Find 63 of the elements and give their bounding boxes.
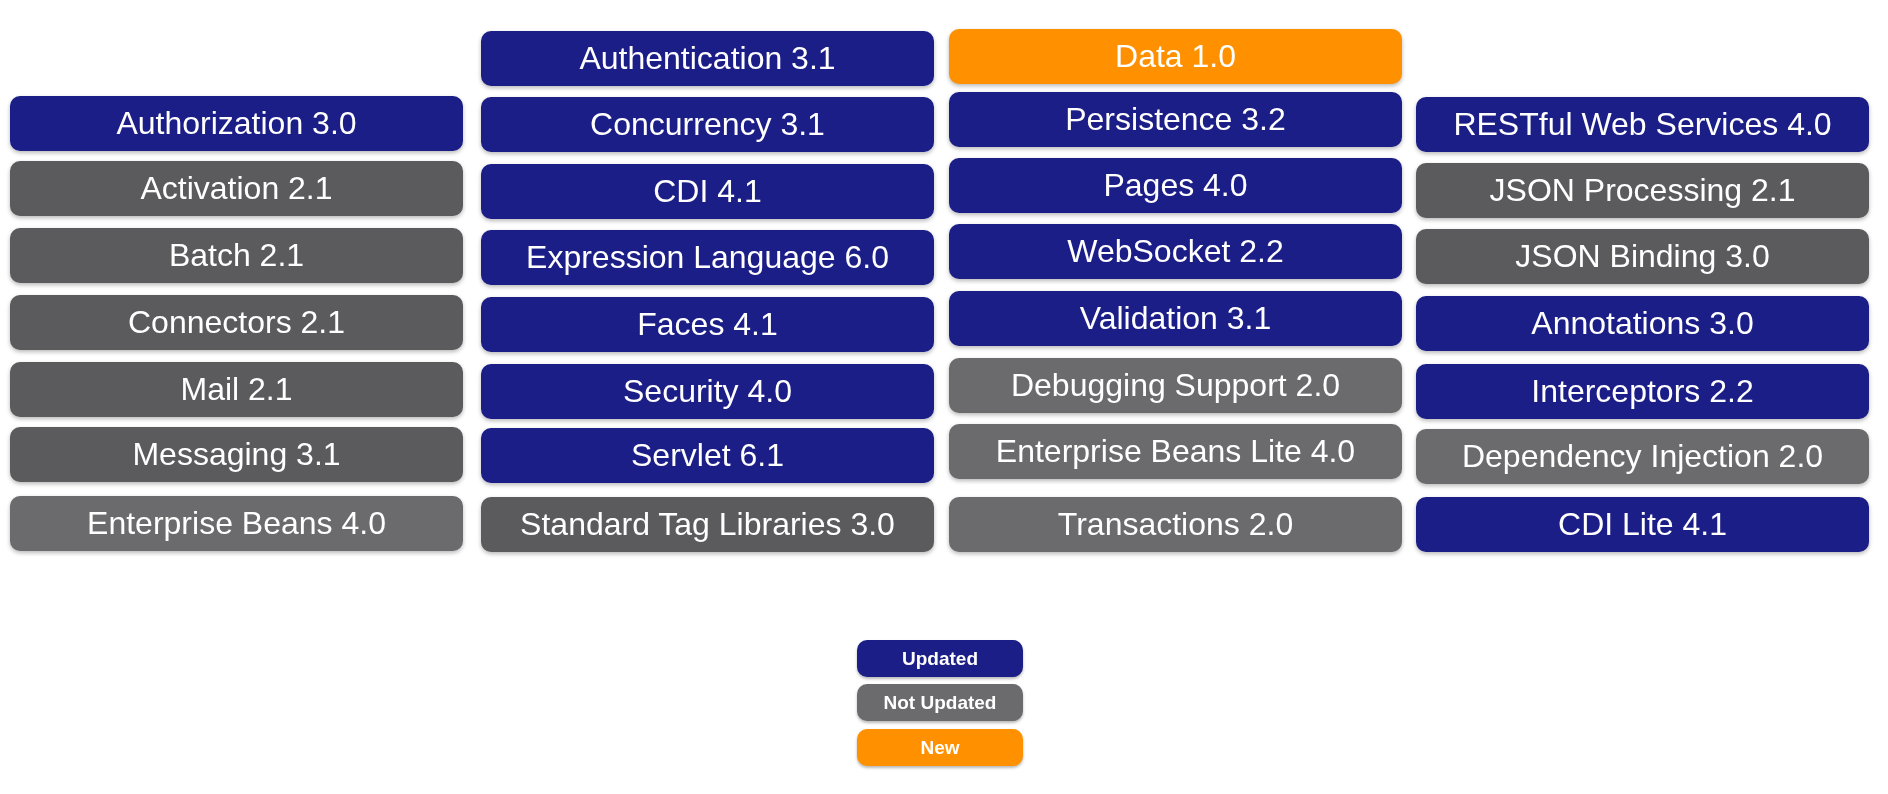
- spec-name: Enterprise Beans Lite 4.0: [995, 433, 1356, 470]
- spec-name: Pages 4.0: [1103, 167, 1248, 204]
- spec-name: Security 4.0: [623, 373, 792, 410]
- spec-name: Mail 2.1: [180, 371, 293, 408]
- spec-box: [1416, 163, 1869, 218]
- spec-name: Connectors 2.1: [128, 304, 345, 341]
- spec-name: Debugging Support 2.0: [1010, 367, 1341, 404]
- spec-name: CDI 4.1: [653, 173, 762, 210]
- spec-box: [481, 164, 934, 219]
- spec-box: [481, 31, 934, 86]
- legend-label: Not Updated: [883, 692, 997, 713]
- spec-box: [10, 96, 463, 151]
- spec-box: [481, 497, 934, 552]
- spec-box: [1416, 364, 1869, 419]
- spec-box: [481, 297, 934, 352]
- spec-box: [949, 497, 1402, 552]
- spec-box: [10, 161, 463, 216]
- spec-box: [949, 424, 1402, 479]
- spec-name: Faces 4.1: [637, 306, 778, 343]
- spec-name: Messaging 3.1: [132, 436, 341, 473]
- spec-name: Transactions 2.0: [1057, 506, 1294, 543]
- spec-box: [1416, 497, 1869, 552]
- spec-name: Concurrency 3.1: [590, 106, 825, 143]
- spec-box: [10, 362, 463, 417]
- spec-name: Data 1.0: [1115, 38, 1236, 75]
- spec-name: Batch 2.1: [168, 237, 305, 274]
- spec-name: Servlet 6.1: [631, 437, 784, 474]
- spec-name: Dependency Injection 2.0: [1461, 438, 1824, 475]
- spec-name: Enterprise Beans 4.0: [87, 505, 386, 542]
- legend-label: New: [920, 737, 960, 758]
- spec-name: WebSocket 2.2: [1067, 233, 1284, 270]
- spec-name: Standard Tag Libraries 3.0: [520, 506, 895, 543]
- spec-box: [1416, 229, 1869, 284]
- spec-box: [1416, 296, 1869, 351]
- spec-box: [10, 496, 463, 551]
- legend-label: Updated: [902, 648, 978, 669]
- spec-box: [949, 224, 1402, 279]
- spec-box: [949, 29, 1402, 84]
- spec-name: JSON Binding 3.0: [1515, 238, 1770, 275]
- spec-name: RESTful Web Services 4.0: [1453, 106, 1832, 143]
- spec-box: [1416, 97, 1869, 152]
- spec-box: [481, 97, 934, 152]
- spec-box: [481, 230, 934, 285]
- spec-box: [10, 427, 463, 482]
- spec-box: [949, 358, 1402, 413]
- spec-name: Persistence 3.2: [1065, 101, 1286, 138]
- spec-box: [949, 291, 1402, 346]
- spec-name: Expression Language 6.0: [526, 239, 889, 276]
- spec-box: [1416, 429, 1869, 484]
- spec-name: Validation 3.1: [1079, 300, 1272, 337]
- spec-box: [949, 158, 1402, 213]
- spec-name: Interceptors 2.2: [1531, 373, 1754, 410]
- spec-box: [10, 228, 463, 283]
- spec-name: Activation 2.1: [140, 170, 333, 207]
- spec-box: [10, 295, 463, 350]
- spec-box: [481, 428, 934, 483]
- spec-box: [481, 364, 934, 419]
- spec-name: JSON Processing 2.1: [1489, 172, 1796, 209]
- spec-name: Authentication 3.1: [579, 40, 836, 77]
- spec-box: [949, 92, 1402, 147]
- spec-name: Annotations 3.0: [1531, 305, 1754, 342]
- spec-name: CDI Lite 4.1: [1558, 506, 1727, 543]
- spec-name: Authorization 3.0: [116, 105, 357, 142]
